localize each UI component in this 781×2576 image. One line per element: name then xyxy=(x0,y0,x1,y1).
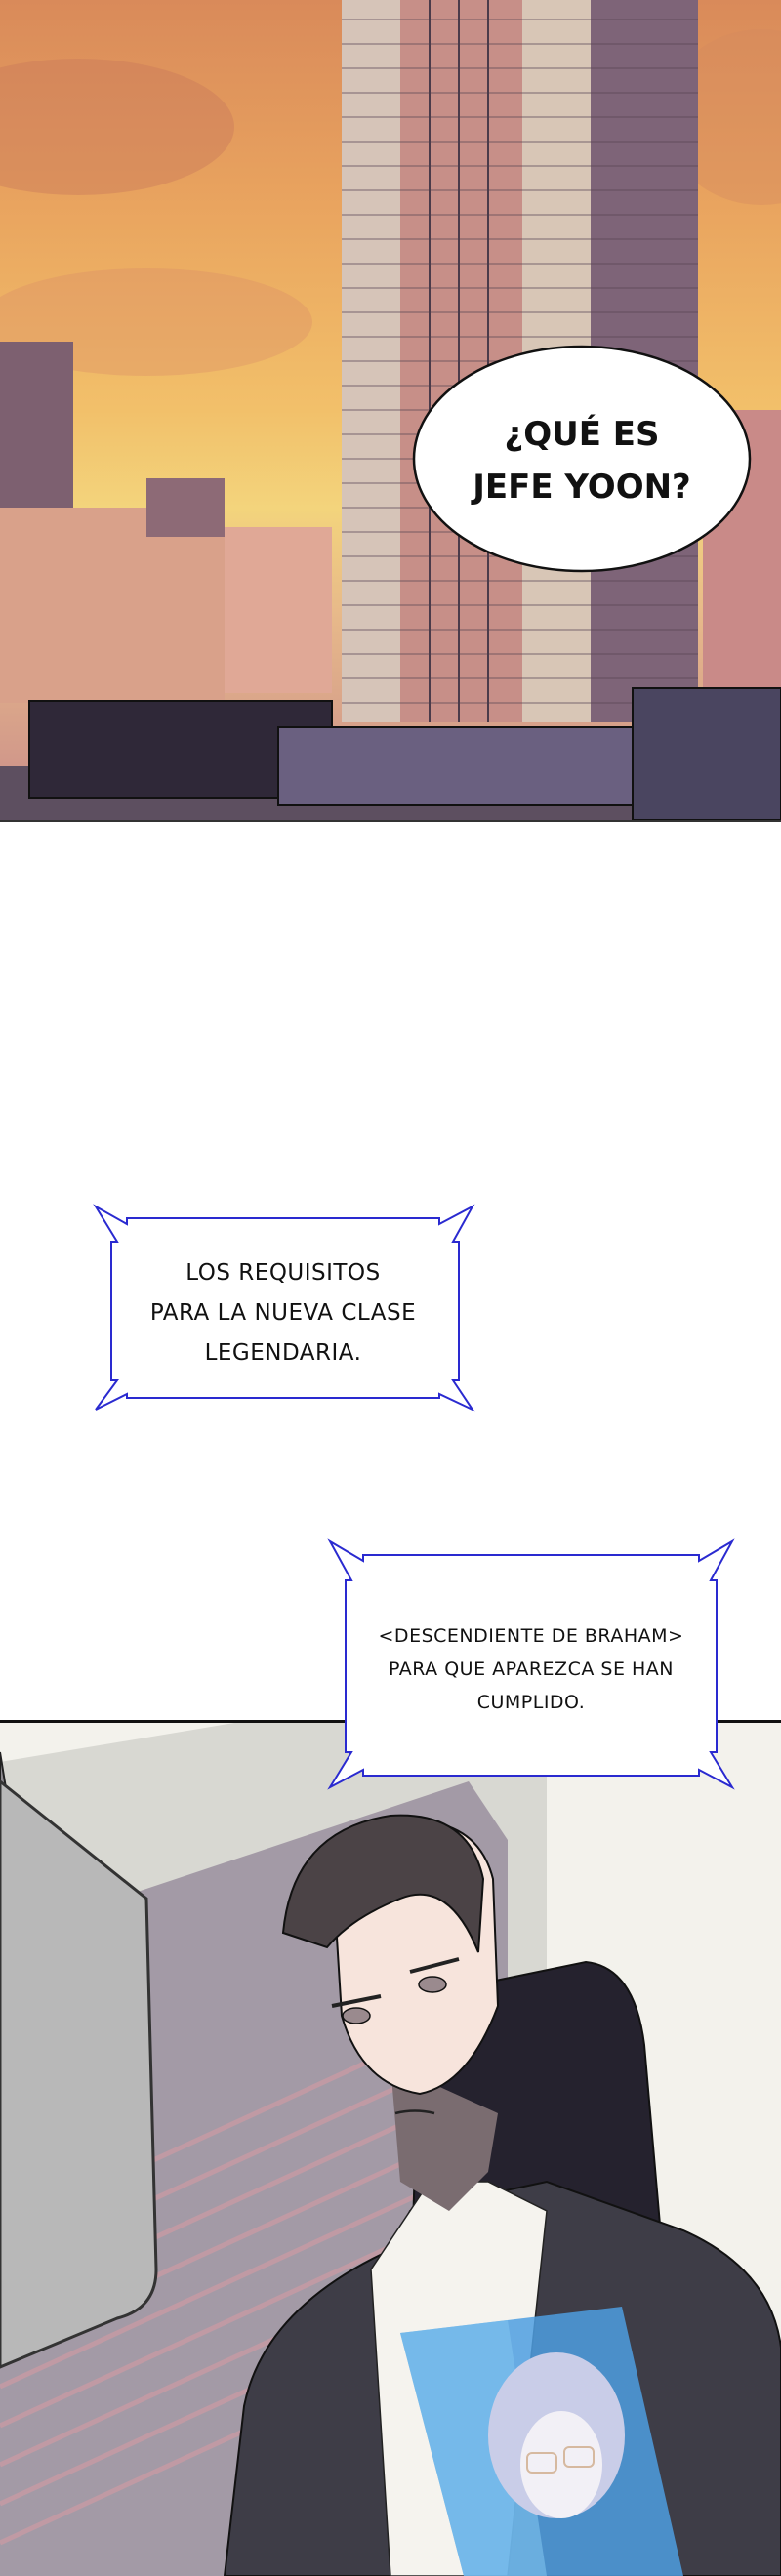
caption-2-text: <DESCENDIENTE DE BRAHAM> PARA QUE APAREZ… xyxy=(324,1619,738,1719)
speech-bubble: ¿QUÉ ES JEFE YOON? xyxy=(410,342,754,576)
narration-caption-2: <DESCENDIENTE DE BRAHAM> PARA QUE APAREZ… xyxy=(324,1537,738,1793)
caption-2-line-3: CUMPLIDO. xyxy=(476,1692,586,1713)
caption-box-border-icon xyxy=(93,1204,475,1412)
speech-line-2: JEFE YOON? xyxy=(473,468,691,507)
caption-1-line-2: PARA LA NUEVA CLASE xyxy=(149,1300,417,1326)
man-with-hologram-illustration xyxy=(0,1723,781,2576)
narration-caption-1: LOS REQUISITOS PARA LA NUEVA CLASE LEGEN… xyxy=(90,1203,476,1413)
speech-bubble-text: ¿QUÉ ES JEFE YOON? xyxy=(410,408,754,513)
speech-line-1: ¿QUÉ ES xyxy=(504,415,660,454)
panel-city-sunset: ¿QUÉ ES JEFE YOON? xyxy=(0,0,781,822)
caption-2-line-2: PARA QUE APAREZCA SE HAN xyxy=(389,1658,674,1680)
panel-man-hologram xyxy=(0,1720,781,2576)
caption-1-line-3: LEGENDARIA. xyxy=(204,1340,362,1366)
speech-bubble-shape-icon xyxy=(412,345,752,573)
caption-box-border-icon xyxy=(327,1538,735,1790)
caption-1-line-1: LOS REQUISITOS xyxy=(185,1260,381,1286)
caption-2-line-1: <DESCENDIENTE DE BRAHAM> xyxy=(378,1625,684,1647)
caption-1-text: LOS REQUISITOS PARA LA NUEVA CLASE LEGEN… xyxy=(90,1253,476,1373)
